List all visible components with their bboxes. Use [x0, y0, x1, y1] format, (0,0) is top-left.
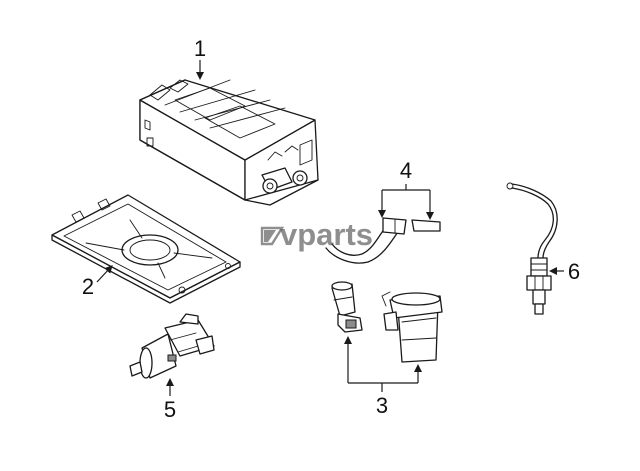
callout-1: 1: [194, 36, 206, 80]
purge-solenoid[interactable]: [129, 313, 215, 379]
callout-label: 6: [568, 259, 580, 284]
callout-4: 4: [378, 158, 434, 220]
callout-label: 2: [82, 274, 94, 299]
callout-label: 5: [164, 397, 176, 422]
callout-label: 4: [400, 158, 412, 183]
vacuum-switching-valve[interactable]: [331, 281, 363, 333]
callout-label: 3: [376, 393, 388, 418]
watermark-logo: vparts: [260, 217, 373, 252]
vapor-canister[interactable]: [139, 79, 319, 206]
vacuum-sensor[interactable]: [381, 291, 443, 363]
watermark-text: vparts: [280, 217, 373, 252]
canister-bracket[interactable]: [51, 194, 241, 304]
callout-6: 6: [549, 259, 580, 284]
callout-3: 3: [344, 336, 422, 418]
oxygen-sensor[interactable]: [506, 182, 558, 315]
callout-5: 5: [164, 378, 176, 422]
vapor-hose[interactable]: [325, 217, 441, 264]
callout-label: 1: [194, 36, 206, 61]
callout-2: 2: [82, 265, 113, 299]
